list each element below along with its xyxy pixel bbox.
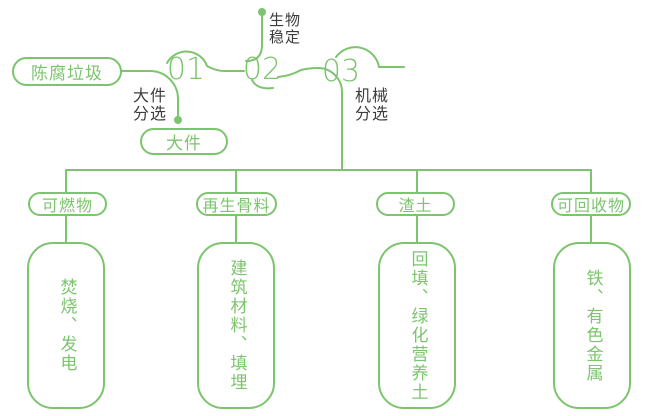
dot-bulky-branch (174, 116, 182, 124)
stage-number-03: 03 (321, 54, 361, 89)
node-result-building-materials: 建筑材料、填埋 (197, 242, 275, 409)
node-result-metals: 铁、有色金属 (553, 242, 631, 409)
stage-number-02: 02 (242, 52, 282, 87)
node-bulky-output-label: 大件 (166, 134, 202, 154)
node-category-recyclables: 可回收物 (551, 192, 631, 216)
node-bulky-output: 大件 (140, 128, 228, 155)
category-label: 再生骨料 (202, 196, 271, 215)
stage-label-bio-stabilization: 生物 稳定 (269, 11, 302, 47)
result-label: 铁、有色金属 (582, 268, 603, 383)
node-category-recycled-aggregate: 再生骨料 (196, 192, 277, 216)
stage-label-bulky-sorting: 大件 分选 (133, 86, 168, 124)
line-rail-to-categories (65, 169, 592, 193)
line-03-tail (335, 46, 405, 68)
result-label: 回填、绿化营养土 (407, 249, 428, 402)
line-categories-to-results (65, 215, 592, 243)
category-label: 可回收物 (556, 196, 625, 215)
line-02-flourish (251, 79, 274, 90)
line-source-to-01 (121, 70, 179, 117)
node-result-backfill: 回填、绿化营养土 (378, 242, 456, 409)
node-category-slag-soil: 渣土 (376, 192, 455, 216)
result-label: 焚烧、发电 (56, 278, 77, 373)
node-result-incineration: 焚烧、发电 (27, 242, 105, 409)
result-label: 建筑材料、填埋 (226, 259, 247, 392)
node-category-combustibles: 可燃物 (28, 192, 107, 216)
node-source-label: 陈腐垃圾 (31, 64, 103, 84)
category-label: 渣土 (398, 196, 433, 215)
dot-bio-stabilization (258, 8, 266, 16)
node-source: 陈腐垃圾 (12, 57, 122, 86)
stage-label-mechanical-sorting: 机械 分选 (355, 86, 390, 124)
stage-number-01: 01 (166, 52, 206, 87)
line-01-to-02 (166, 50, 245, 72)
line-bio-stem (245, 15, 263, 62)
line-02-to-03-drop (277, 66, 343, 171)
category-label: 可燃物 (41, 196, 93, 215)
